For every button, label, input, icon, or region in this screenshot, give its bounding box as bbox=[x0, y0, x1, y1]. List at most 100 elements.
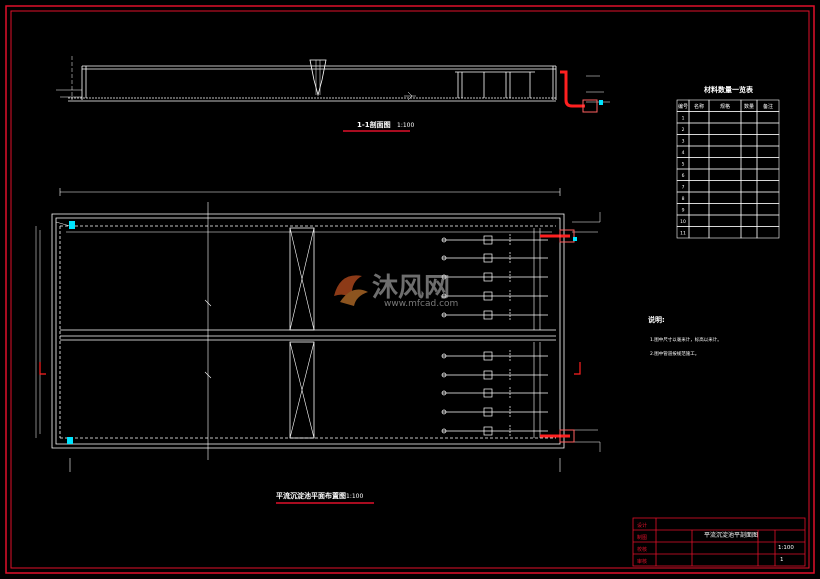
collector-branch bbox=[441, 271, 548, 283]
table-header: 规格 bbox=[720, 103, 730, 110]
cyan-marker-top bbox=[69, 221, 75, 229]
table-cell bbox=[756, 145, 780, 158]
table-cell bbox=[688, 180, 710, 193]
table-header: 数量 bbox=[744, 103, 754, 110]
section-cyan-marker bbox=[599, 100, 603, 105]
table-cell bbox=[740, 145, 758, 158]
table-cell bbox=[756, 168, 780, 181]
table-cell-text: 1 bbox=[682, 116, 685, 122]
table-cell-text: 5 bbox=[682, 162, 685, 168]
table-cell bbox=[756, 203, 780, 216]
section-title: 1-1剖面图 bbox=[357, 120, 391, 129]
section-marker-right bbox=[574, 362, 581, 375]
table-cell-text: 8 bbox=[682, 196, 685, 202]
table-cell-text: 6 bbox=[682, 173, 685, 179]
title-block-scale: 1:100 bbox=[778, 545, 794, 551]
plan-scale: 1:100 bbox=[346, 493, 363, 500]
table-cell bbox=[740, 111, 758, 124]
table-cell bbox=[740, 180, 758, 193]
table-cell bbox=[756, 134, 780, 147]
table-cell bbox=[688, 214, 710, 227]
table-cell-text: 3 bbox=[682, 139, 685, 145]
inner-frame bbox=[10, 10, 810, 569]
table-cell bbox=[708, 122, 742, 135]
table-cell bbox=[688, 122, 710, 135]
table-cell bbox=[756, 122, 780, 135]
table-cell bbox=[708, 145, 742, 158]
table-cell bbox=[708, 226, 742, 239]
table-cell bbox=[756, 111, 780, 124]
table-cell bbox=[708, 191, 742, 204]
cyan-marker-right bbox=[573, 237, 577, 241]
collector-branch bbox=[441, 369, 548, 381]
plan-view bbox=[35, 188, 601, 472]
table-cell bbox=[740, 191, 758, 204]
materials-table: 编号名称 规格 数量 备注 1 2 3 4 5 6 7 8 9 10 11 bbox=[676, 99, 780, 239]
table-cell bbox=[708, 203, 742, 216]
collector-pipes-top bbox=[441, 234, 548, 321]
table-cell bbox=[688, 111, 710, 124]
table-cell bbox=[740, 157, 758, 170]
materials-table-title: 材料数量一览表 bbox=[703, 85, 754, 94]
table-cell bbox=[740, 203, 758, 216]
table-cell-text: 7 bbox=[682, 185, 685, 191]
title-block-sheet: 1 bbox=[780, 557, 784, 563]
table-header: 名称 bbox=[694, 103, 704, 110]
title-block-drawing-name: 平流沉淀池平剖面图 bbox=[704, 531, 758, 539]
title-block-label-1: 设计 bbox=[637, 522, 647, 529]
collector-pipes-bottom bbox=[441, 350, 548, 437]
title-block-label-4: 审核 bbox=[637, 558, 647, 565]
title-block bbox=[632, 517, 806, 567]
collector-branch bbox=[441, 290, 548, 302]
table-header: 备注 bbox=[763, 103, 773, 110]
table-cell bbox=[756, 191, 780, 204]
collector-branch bbox=[441, 350, 548, 362]
table-cell bbox=[740, 214, 758, 227]
section-valve bbox=[582, 99, 598, 113]
collector-branch bbox=[441, 234, 548, 246]
table-cell bbox=[708, 168, 742, 181]
plan-pipes-red bbox=[540, 234, 570, 438]
table-cell bbox=[756, 214, 780, 227]
plan-valve-top bbox=[559, 229, 575, 243]
table-cell bbox=[688, 134, 710, 147]
table-cell bbox=[688, 168, 710, 181]
section-view bbox=[56, 56, 610, 103]
table-cell bbox=[740, 134, 758, 147]
table-cell-text: 10 bbox=[680, 219, 686, 225]
table-cell-text: 2 bbox=[682, 127, 685, 133]
table-cell bbox=[740, 226, 758, 239]
table-cell bbox=[740, 168, 758, 181]
table-cell bbox=[756, 157, 780, 170]
watermark-logo bbox=[334, 275, 368, 306]
collector-branch bbox=[441, 425, 548, 437]
watermark-cn: 沐风网 bbox=[372, 273, 450, 303]
table-cell bbox=[688, 226, 710, 239]
collector-branch bbox=[441, 406, 548, 418]
table-cell bbox=[708, 180, 742, 193]
notes-heading: 说明: bbox=[648, 315, 665, 324]
section-scale: 1:100 bbox=[397, 122, 414, 129]
table-cell bbox=[708, 134, 742, 147]
table-cell bbox=[756, 226, 780, 239]
title-block-label-3: 校核 bbox=[637, 546, 647, 553]
table-cell bbox=[688, 203, 710, 216]
table-cell bbox=[740, 122, 758, 135]
outer-frame bbox=[5, 5, 815, 574]
table-header: 编号 bbox=[678, 103, 688, 110]
plan-title: 平流沉淀池平面布置图 bbox=[276, 491, 346, 500]
section-marker-left bbox=[39, 362, 46, 375]
table-cell bbox=[708, 157, 742, 170]
title-block-label-2: 制图 bbox=[637, 534, 647, 541]
collector-branch bbox=[441, 252, 548, 264]
table-cell bbox=[708, 214, 742, 227]
note-line-2: 2.图中管道按规范施工。 bbox=[650, 350, 699, 357]
collector-branch bbox=[441, 309, 548, 321]
table-cell-text: 9 bbox=[682, 208, 685, 214]
cyan-marker-bottom bbox=[67, 437, 73, 444]
table-cell-text: 11 bbox=[680, 231, 686, 237]
watermark-url: www.mfcad.com bbox=[384, 299, 458, 309]
table-cell-text: 4 bbox=[682, 150, 685, 156]
